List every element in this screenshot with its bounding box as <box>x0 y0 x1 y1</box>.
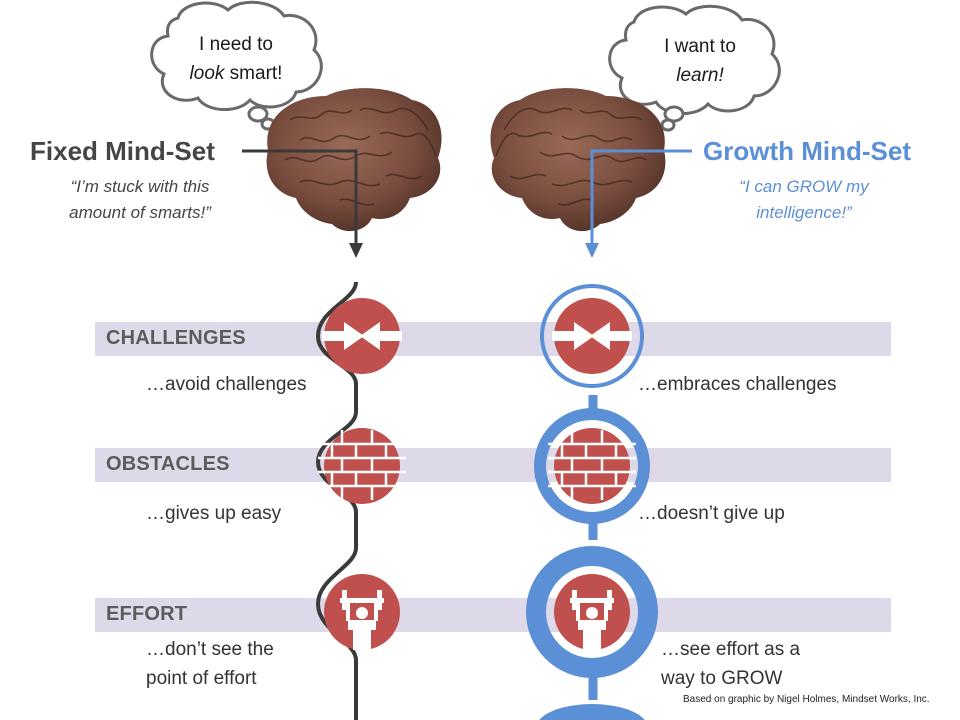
thought-bubble-fixed <box>150 0 323 131</box>
credit-text: Based on graphic by Nigel Holmes, Mindse… <box>683 694 930 705</box>
growth-thought-line2: learn! <box>676 65 724 86</box>
growth-challenges-text: …embraces challenges <box>638 374 837 395</box>
fixed-path-line <box>315 281 358 720</box>
growth-connector-arrow <box>590 149 692 245</box>
fixed-title: Fixed Mind-Set <box>30 136 215 166</box>
weightlifter-icon-growth <box>554 574 630 650</box>
growth-quote: “I can GROW my intelligence!” <box>704 174 904 226</box>
fixed-quote-line1: “I’m stuck with this <box>70 177 210 196</box>
thought-bubble-growth <box>608 4 781 132</box>
growth-title: Growth Mind-Set <box>703 136 911 166</box>
growth-arrowhead <box>585 243 599 258</box>
row-label-challenges: CHALLENGES <box>106 327 246 349</box>
row-label-effort: EFFORT <box>106 603 188 625</box>
fixed-obstacles-text: …gives up easy <box>146 503 282 524</box>
growth-obstacles-text: …doesn’t give up <box>638 503 785 524</box>
brain-image-growth <box>490 88 666 232</box>
fixed-quote: “I’m stuck with this amount of smarts!” <box>30 174 250 226</box>
band-effort <box>95 598 891 632</box>
arrows-inward-icon <box>322 298 402 374</box>
fixed-effort-line1: …don’t see the <box>146 639 274 660</box>
band-obstacles <box>95 448 891 482</box>
fixed-arrowhead <box>349 243 363 258</box>
fixed-thought-text: I need to look smart! <box>176 30 296 88</box>
fixed-effort-text: …don’t see the point of effort <box>146 635 274 693</box>
fixed-thought-italic: look <box>189 63 225 84</box>
weightlifter-icon <box>324 574 400 650</box>
fixed-effort-line2: point of effort <box>146 668 257 689</box>
fixed-quote-line2: amount of smarts!” <box>69 203 211 222</box>
arrows-inward-icon-growth <box>552 298 632 374</box>
growth-thought-line1: I want to <box>664 36 736 57</box>
growth-effort-line1: …see effort as a <box>661 639 801 660</box>
growth-thought-text: I want to learn! <box>640 32 760 90</box>
band-challenges <box>95 322 891 356</box>
brain-image-fixed <box>266 88 442 232</box>
fixed-thought-line1: I need to <box>199 34 273 55</box>
fixed-connector-arrow <box>242 149 358 245</box>
growth-quote-line2: intelligence!” <box>756 203 852 222</box>
growth-effort-line2: way to GROW <box>661 668 783 689</box>
growth-path <box>526 284 658 700</box>
brick-wall-icon <box>318 428 406 504</box>
growth-quote-line1: “I can GROW my <box>739 177 869 196</box>
fixed-thought-line2: look smart! <box>176 59 296 88</box>
fixed-thought-rest: smart! <box>224 63 283 84</box>
brick-wall-icon-growth <box>548 428 636 504</box>
row-label-obstacles: OBSTACLES <box>106 453 230 475</box>
growth-effort-text: …see effort as a way to GROW <box>661 635 800 693</box>
growth-next-ring <box>539 704 645 720</box>
fixed-challenges-text: …avoid challenges <box>146 374 307 395</box>
